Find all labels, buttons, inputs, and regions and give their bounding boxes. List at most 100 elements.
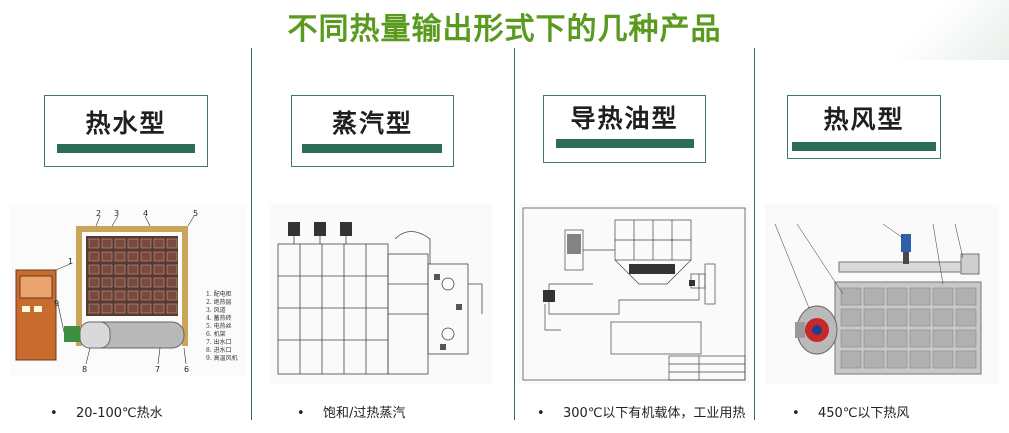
heater-cell	[886, 308, 908, 327]
brick-cell	[101, 277, 113, 288]
callout-number: 1	[68, 257, 73, 266]
brick-cell	[166, 303, 178, 314]
legend-item: 7. 出水口	[206, 338, 232, 346]
heater-cell	[932, 308, 954, 327]
page-title: 不同热量输出形式下的几种产品	[287, 12, 722, 47]
heater-cell	[909, 350, 931, 369]
caption-thermal-oil: • 300℃以下有机载体，工业用热	[537, 402, 745, 421]
heater-cell	[863, 329, 885, 348]
brick-cell	[140, 303, 152, 314]
brick-cell	[166, 251, 178, 262]
callout-number: 5	[193, 209, 198, 218]
heater-cell	[886, 329, 908, 348]
heater-cell	[955, 308, 977, 327]
brick-cell	[114, 264, 126, 275]
brick-cell	[140, 290, 152, 301]
brick-cell	[127, 303, 139, 314]
heater-cell	[909, 308, 931, 327]
brick-cell	[101, 251, 113, 262]
product-label-hot-water: 热水型	[44, 95, 208, 167]
brick-cell	[153, 238, 165, 249]
brick-cell	[127, 277, 139, 288]
brick-cell	[88, 290, 100, 301]
heater-cell	[840, 350, 862, 369]
legend-item: 4. 蓄热砖	[206, 314, 232, 322]
brick-cell	[114, 277, 126, 288]
brick-cell	[101, 303, 113, 314]
brick-cell	[88, 277, 100, 288]
brick-cell	[153, 264, 165, 275]
label-underline-bar	[792, 142, 936, 151]
brick-cell	[88, 238, 100, 249]
brick-cell	[166, 238, 178, 249]
brick-cell	[101, 290, 113, 301]
hot-air-diagram	[765, 204, 999, 384]
heater-cell	[886, 287, 908, 306]
brick-cell	[153, 277, 165, 288]
brick-cell	[153, 251, 165, 262]
bullet-icon: •	[537, 406, 545, 421]
callout-number: 9	[54, 299, 59, 308]
bullet-icon: •	[792, 406, 800, 421]
callout-number: 4	[143, 209, 148, 218]
label-underline-bar	[302, 144, 442, 153]
label-underline-bar	[57, 144, 195, 153]
brick-cell	[140, 251, 152, 262]
column-divider	[251, 48, 252, 420]
product-label-text: 蒸汽型	[331, 109, 413, 138]
product-label-text: 热风型	[823, 105, 905, 134]
heater-cell	[863, 308, 885, 327]
brick-cell	[153, 290, 165, 301]
bullet-icon: •	[50, 406, 58, 421]
callout-number: 3	[114, 209, 119, 218]
heater-cell	[840, 329, 862, 348]
brick-cell	[140, 264, 152, 275]
callout-number: 2	[96, 209, 101, 218]
brick-cell	[127, 290, 139, 301]
legend-item: 6. 机架	[206, 330, 226, 338]
legend-item: 3. 风道	[206, 306, 226, 314]
column-divider	[754, 48, 755, 420]
caption-hot-air: • 450℃以下热风	[792, 402, 909, 421]
brick-cell	[166, 264, 178, 275]
legend-item: 9. 高温风机	[206, 354, 238, 362]
heater-cell	[840, 287, 862, 306]
heater-cell	[863, 350, 885, 369]
heater-cell	[955, 287, 977, 306]
hot-water-diagram: 1 2 3 4 5 6 7 8 9 1. 配电柜 2. 绝热层 3. 风道 4.…	[10, 204, 246, 376]
brick-cell	[140, 238, 152, 249]
brick-cell	[114, 238, 126, 249]
brick-cell	[114, 251, 126, 262]
callout-number: 8	[82, 365, 87, 374]
steam-diagram	[270, 204, 492, 384]
legend-item: 5. 电热丝	[206, 322, 232, 330]
heater-cell	[932, 329, 954, 348]
label-underline-bar	[556, 139, 694, 148]
column-divider	[514, 48, 515, 420]
heater-cell	[886, 350, 908, 369]
legend-item: 2. 绝热层	[206, 298, 232, 306]
brick-cell	[166, 290, 178, 301]
brick-cell	[114, 303, 126, 314]
brick-cell	[101, 264, 113, 275]
caption-text: 450℃以下热风	[818, 406, 910, 421]
brick-cell	[140, 277, 152, 288]
caption-text: 300℃以下有机载体，工业用热	[563, 406, 746, 421]
brick-cell	[88, 303, 100, 314]
product-label-steam: 蒸汽型	[291, 95, 454, 167]
heater-cell	[932, 350, 954, 369]
brick-cell	[88, 264, 100, 275]
product-label-hot-air: 热风型	[787, 95, 941, 159]
brick-cell	[127, 264, 139, 275]
caption-text: 饱和/过热蒸汽	[323, 406, 406, 421]
brick-cell	[101, 238, 113, 249]
heater-cell	[955, 350, 977, 369]
heater-cell	[955, 329, 977, 348]
heater-cell	[909, 287, 931, 306]
product-label-thermal-oil: 导热油型	[543, 95, 706, 163]
caption-hot-water: •20-100℃热水	[50, 402, 163, 421]
heater-cell	[863, 287, 885, 306]
caption-steam: •饱和/过热蒸汽	[297, 402, 405, 421]
legend-item: 1. 配电柜	[206, 290, 232, 298]
corner-decoration	[869, 0, 1009, 60]
